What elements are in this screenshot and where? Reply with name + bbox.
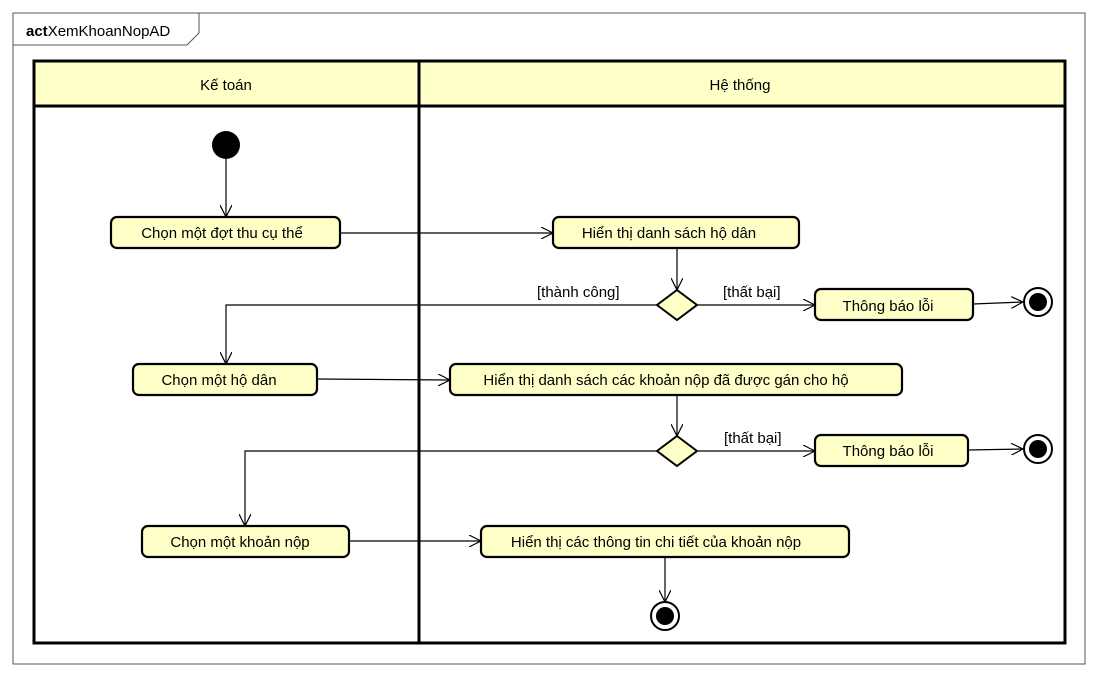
lane-title-he-thong: Hệ thống xyxy=(710,77,771,94)
action-chon-dot-thu xyxy=(109,215,342,250)
svg-text:actXemKhoanNopAD: actXemKhoanNopAD xyxy=(26,23,170,40)
action-thong-bao-loi-1 xyxy=(813,287,975,322)
flow-a4-to-a5 xyxy=(316,379,450,380)
frame-keyword: act xyxy=(26,23,48,40)
frame-title: XemKhoanNopAD xyxy=(48,23,171,40)
swimlane-border xyxy=(32,59,1067,645)
action-label-a2: Hiển thị danh sách hộ dân xyxy=(582,225,756,242)
final-node-2 xyxy=(1023,434,1053,464)
action-label-a7: Chọn một khoản nộp xyxy=(170,534,309,551)
action-hien-thi-chi-tiet xyxy=(479,524,851,559)
action-hien-thi-ho-dan xyxy=(551,215,801,250)
flow-a6-to-final2 xyxy=(967,449,1023,450)
frame-name-tab xyxy=(13,13,200,46)
action-label-a4: Chọn một hộ dân xyxy=(161,372,276,389)
action-chon-ho-dan xyxy=(131,362,319,397)
action-chon-khoan-nop xyxy=(140,524,351,559)
guard-thanh-cong: [thành công] xyxy=(537,284,620,301)
action-label-a8: Hiển thị các thông tin chi tiết của khoả… xyxy=(511,534,801,551)
action-label-a6: Thông báo lỗi xyxy=(843,443,934,460)
guard-that-bai-1: [thất bại] xyxy=(723,284,781,301)
action-label-a5: Hiển thị danh sách các khoản nộp đã được… xyxy=(483,372,848,389)
decision-node-2 xyxy=(655,434,699,468)
flow-a3-to-final1 xyxy=(972,302,1023,304)
guard-that-bai-2: [thất bại] xyxy=(724,430,782,447)
action-label-a1: Chọn một đợt thu cụ thể xyxy=(141,225,303,242)
lane-title-ke-toan: Kế toán xyxy=(200,77,252,94)
final-node-1 xyxy=(1023,287,1053,317)
flow-decision2-to-a7 xyxy=(245,450,657,526)
action-thong-bao-loi-2 xyxy=(813,433,970,468)
action-hien-thi-khoan-nop xyxy=(448,362,904,397)
final-node-3 xyxy=(650,601,680,631)
action-label-a3: Thông báo lỗi xyxy=(843,298,934,315)
lane-header-he-thong xyxy=(419,61,1065,106)
diagram-frame xyxy=(12,12,1086,665)
initial-node xyxy=(212,131,240,159)
flow-decision1-to-a4 xyxy=(226,304,657,364)
decision-node-1 xyxy=(655,288,699,322)
lane-header-ke-toan xyxy=(34,61,419,106)
